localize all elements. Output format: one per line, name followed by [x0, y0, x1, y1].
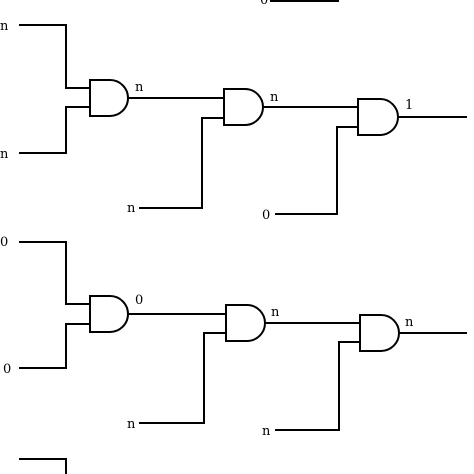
c2-input-a-wire: [19, 241, 91, 305]
c2-input-b-label: 0: [3, 362, 11, 377]
c2-input-d-label: n: [262, 424, 271, 439]
c1-input-b-wire: [19, 106, 91, 154]
c2-input-b-wire: [19, 323, 91, 369]
circuit-2: 0 0 0 n n n n: [0, 235, 467, 439]
c2-and-gate-2: [225, 304, 266, 342]
c1-and-gate-3: [357, 98, 399, 136]
circuit-1: n n n n n 0 1: [0, 19, 467, 223]
c2-input-c-wire: [139, 332, 227, 424]
c1-input-c-wire: [139, 117, 225, 209]
c2-gate-2-output-label: n: [271, 305, 280, 320]
c1-gate-1-output-label: n: [135, 80, 144, 95]
c1-input-d-label: 0: [262, 208, 270, 223]
top-fragment: 0: [260, 0, 339, 8]
c1-input-d-wire: [275, 126, 359, 215]
c2-and-gate-1: [89, 295, 129, 333]
c2-input-d-wire: [275, 341, 361, 431]
c2-gate-3-output-label: n: [405, 315, 414, 330]
c1-input-c-label: n: [127, 201, 136, 216]
c2-input-c-label: n: [127, 417, 136, 432]
c1-gate-2-output-label: n: [270, 90, 279, 105]
c1-gate-3-output-label: 1: [405, 98, 413, 113]
c1-input-a-wire: [19, 24, 91, 89]
c1-and-gate-2: [223, 88, 264, 126]
c2-and-gate-3: [359, 314, 400, 352]
c2-input-a-label: 0: [0, 235, 8, 250]
top-label: 0: [260, 0, 268, 8]
c1-input-a-label: n: [0, 19, 9, 34]
c1-input-b-label: n: [0, 147, 9, 162]
c1-and-gate-1: [89, 79, 129, 117]
bottom-input-wire: [19, 458, 67, 474]
bottom-fragment: [19, 458, 67, 474]
c2-gate-1-output-label: 0: [135, 293, 143, 308]
